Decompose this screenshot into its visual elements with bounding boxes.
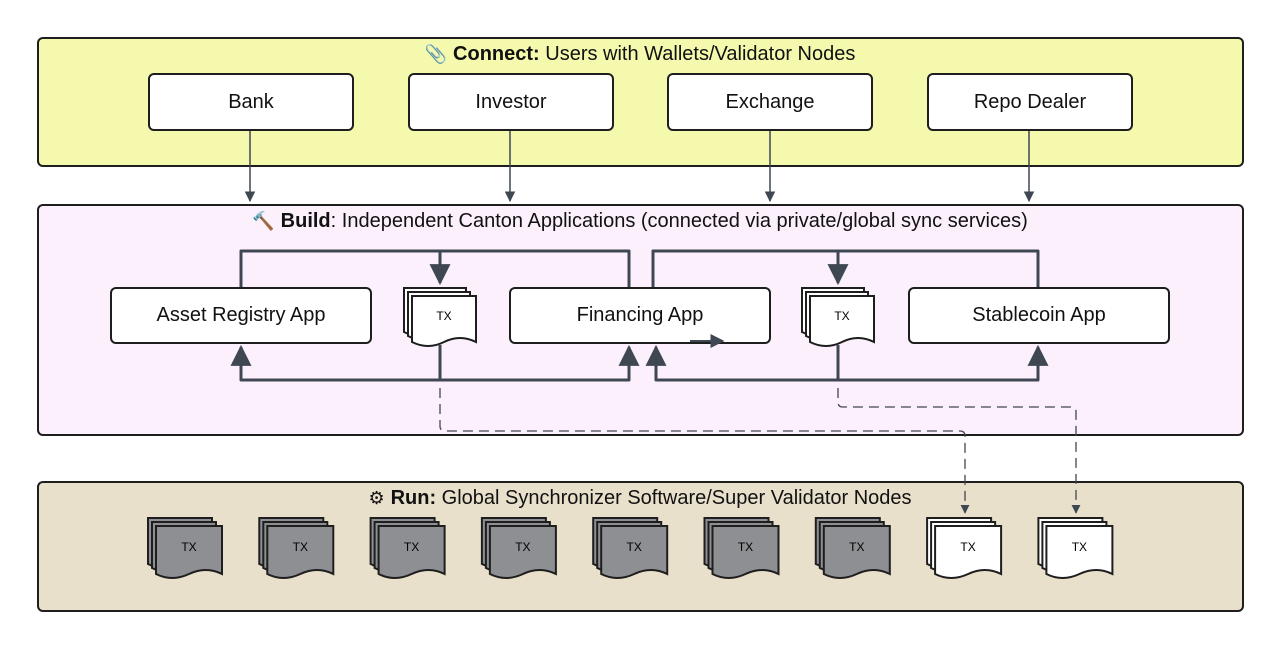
- app-node-asset-registry: Asset Registry App: [110, 287, 372, 344]
- connect-title-bold: Connect:: [453, 43, 540, 65]
- user-node-bank: Bank: [148, 73, 354, 131]
- hammer-icon: 🔨: [252, 211, 275, 231]
- build-title: 🔨Build: Independent Canton Applications …: [0, 210, 1280, 233]
- user-node-investor: Investor: [408, 73, 614, 131]
- user-node-exchange: Exchange: [667, 73, 873, 131]
- run-title-text: Global Synchronizer Software/Super Valid…: [436, 487, 912, 509]
- app-node-stablecoin: Stablecoin App: [908, 287, 1170, 344]
- connect-title: 📎Connect: Users with Wallets/Validator N…: [0, 43, 1280, 66]
- connect-title-text: Users with Wallets/Validator Nodes: [539, 43, 856, 65]
- run-title: ⚙Run: Global Synchronizer Software/Super…: [0, 487, 1280, 510]
- paperclip-icon: 📎: [424, 44, 448, 64]
- build-title-bold: Build: [280, 210, 331, 232]
- user-node-repo-dealer: Repo Dealer: [927, 73, 1133, 131]
- run-title-bold: Run:: [390, 487, 437, 509]
- gear-icon: ⚙: [368, 488, 385, 508]
- build-title-text: : Independent Canton Applications (conne…: [330, 210, 1028, 232]
- app-node-financing: Financing App: [509, 287, 771, 344]
